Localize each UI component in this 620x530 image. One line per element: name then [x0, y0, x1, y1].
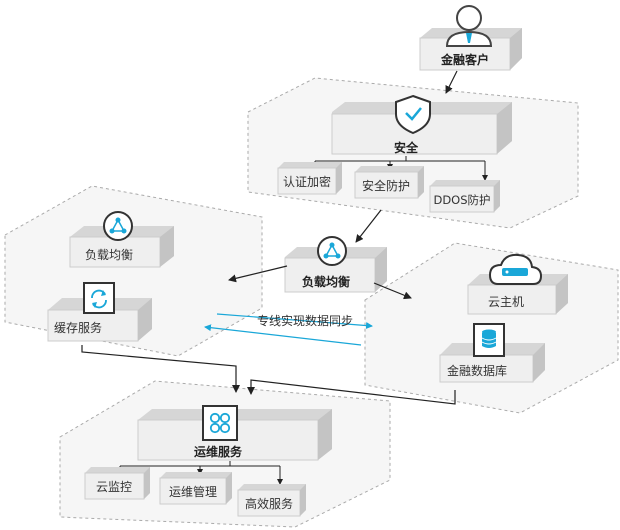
user-icon — [445, 5, 493, 47]
cache-label: 缓存服务 — [54, 320, 102, 335]
database-node[interactable]: 金融数据库 — [439, 323, 545, 383]
load-balancer-icon — [317, 236, 347, 266]
sync-arrow-right — [216, 313, 373, 330]
customer-node[interactable]: 金融客户 — [419, 5, 522, 71]
cloud-host-label: 云主机 — [488, 295, 524, 309]
security-label: 安全 — [394, 140, 419, 155]
defense-label: 安全防护 — [362, 178, 410, 193]
ops-service-icon — [202, 405, 238, 441]
sync-icon — [83, 282, 115, 314]
efficient-box[interactable]: 高效服务 — [237, 484, 306, 517]
ddos-box[interactable]: DDOS防护 — [429, 180, 500, 213]
security-node[interactable]: 安全 — [331, 94, 512, 155]
ops-node[interactable]: 运维服务 — [137, 405, 332, 461]
shield-check-icon — [395, 94, 431, 135]
database-label: 金融数据库 — [447, 363, 507, 378]
cache-node[interactable]: 缓存服务 — [47, 282, 152, 342]
load-balancer-icon — [103, 211, 133, 241]
ops-mgmt-label: 运维管理 — [169, 484, 217, 499]
defense-box[interactable]: 安全防护 — [354, 166, 424, 199]
monitor-label: 云监控 — [96, 480, 132, 494]
cloud-host-node[interactable]: 云主机 — [467, 253, 568, 315]
right-to-ops-connector — [247, 379, 456, 405]
lb-center-label: 负载均衡 — [302, 274, 350, 289]
monitor-box[interactable]: 云监控 — [84, 467, 150, 500]
left-to-ops-connector — [81, 345, 240, 393]
sync-label: 专线实现数据同步 — [257, 313, 353, 328]
sync-arrow-left — [204, 324, 362, 346]
customer-label: 金融客户 — [440, 52, 489, 67]
ops-mgmt-box[interactable]: 运维管理 — [159, 472, 232, 505]
efficient-label: 高效服务 — [245, 496, 293, 511]
auth-box[interactable]: 认证加密 — [277, 162, 342, 195]
lb-left-label: 负载均衡 — [85, 248, 133, 262]
auth-label: 认证加密 — [283, 174, 331, 189]
ddos-label: DDOS防护 — [433, 193, 490, 207]
lb-left-node[interactable]: 负载均衡 — [69, 211, 174, 268]
cloud-server-icon — [488, 253, 543, 285]
lb-center-node[interactable]: 负载均衡 — [284, 236, 387, 293]
database-icon — [473, 323, 505, 357]
ops-label: 运维服务 — [194, 444, 243, 459]
